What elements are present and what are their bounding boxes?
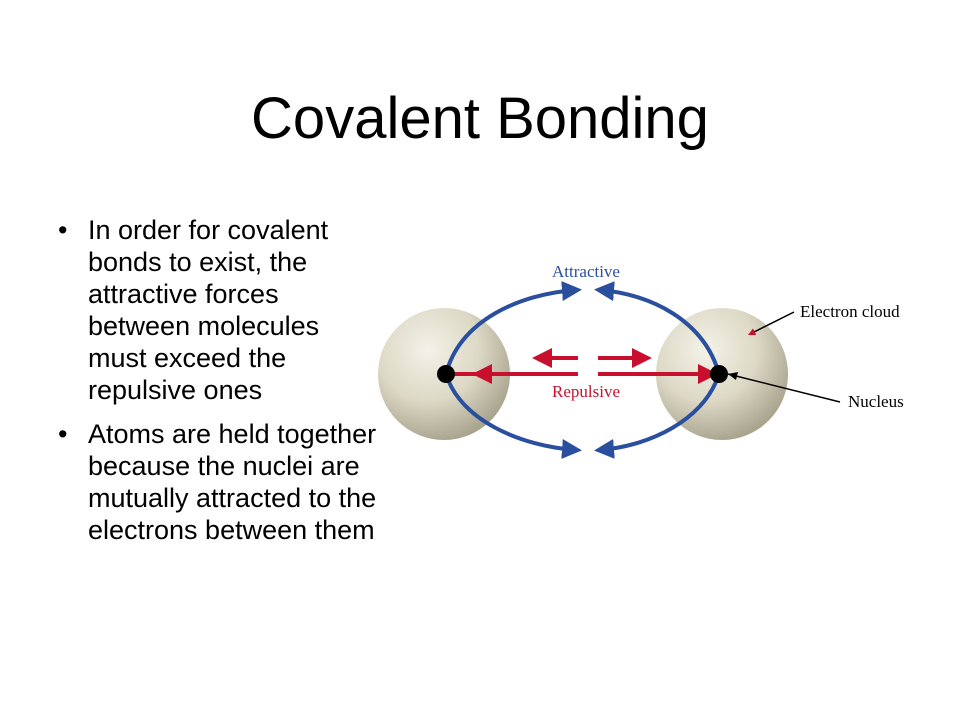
right-nucleus [710, 365, 728, 383]
electron-cloud-label: Electron cloud [800, 302, 900, 321]
bullet-item: • In order for covalent bonds to exist, … [58, 214, 448, 406]
nucleus-label: Nucleus [848, 392, 904, 411]
bullet-item: • Atoms are held together because the nu… [58, 418, 448, 546]
slide-title: Covalent Bonding [251, 86, 709, 151]
bullet-marker: • [58, 215, 68, 245]
attractive-label: Attractive [552, 262, 620, 281]
bullet-marker: • [58, 419, 68, 449]
repulsive-label: Repulsive [552, 382, 620, 401]
attractive-arrow-top-right [594, 281, 721, 375]
attractive-arrow-bottom-right [594, 373, 721, 459]
bullet-list: • In order for covalent bonds to exist, … [58, 214, 448, 558]
electron-cloud-pointer [747, 311, 795, 336]
nucleus-pointer [727, 373, 841, 403]
attractive-arrow-bottom-left [444, 373, 582, 459]
attractive-arrow-top-left [444, 281, 582, 375]
covalent-bond-diagram: Attractive Repulsive Electron cloud Nucl… [378, 262, 904, 459]
bullet-text: In order for covalent bonds to exist, th… [88, 215, 329, 405]
bullet-text: Atoms are held together because the nucl… [88, 419, 377, 545]
left-nucleus [437, 365, 455, 383]
